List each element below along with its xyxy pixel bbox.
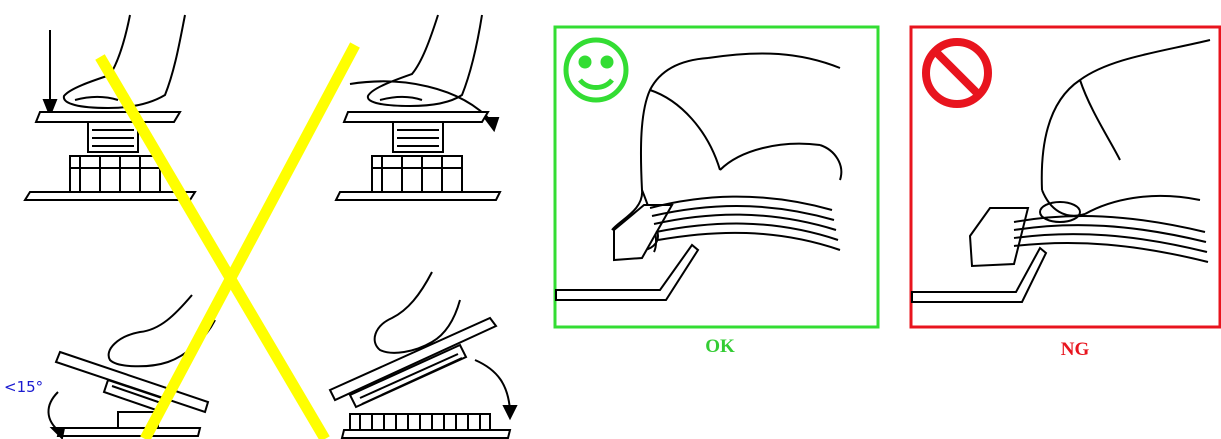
incorrect-grip-illustration xyxy=(911,39,1211,303)
mating-step-hinged-tilt xyxy=(328,271,518,439)
angle-limit-label: <15° xyxy=(4,378,43,396)
mating-step-angled-press xyxy=(47,294,216,439)
ng-label: NG xyxy=(1061,339,1090,360)
prohibited-icon xyxy=(922,38,992,108)
ok-label: OK xyxy=(705,336,735,357)
wrong-method-cross xyxy=(95,42,360,439)
correct-grip-illustration xyxy=(555,52,843,301)
smiley-face-icon xyxy=(563,37,629,103)
mating-step-press-down xyxy=(23,14,197,201)
mating-step-roll-press xyxy=(334,14,502,201)
ok-panel-frame xyxy=(553,25,880,329)
